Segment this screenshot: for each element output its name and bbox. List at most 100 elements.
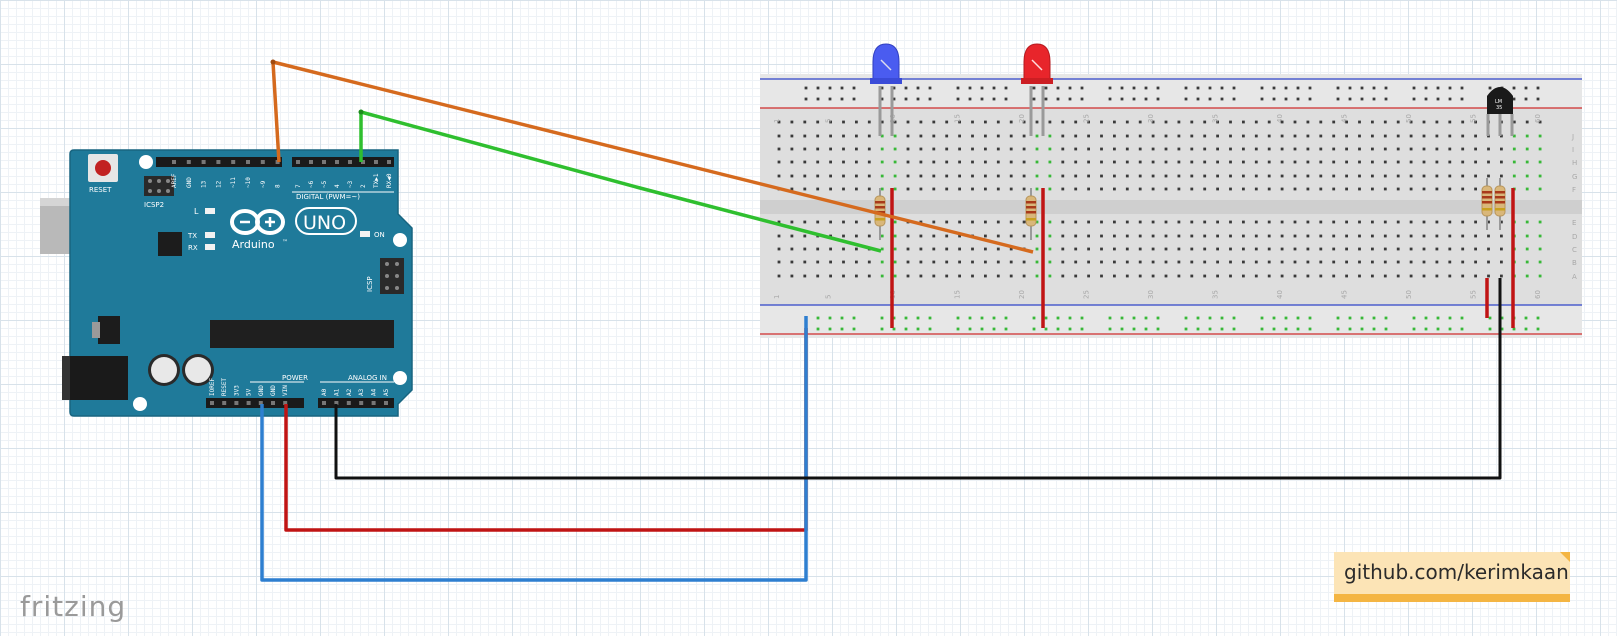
led-l-label: L [194, 207, 199, 216]
column-number-bottom: 1 [773, 295, 781, 299]
analog-header [318, 398, 394, 408]
resistor[interactable] [1494, 178, 1506, 230]
breadboard-column-numbers: 1155101015152020252530303535404045455050… [773, 114, 1542, 299]
row-letter: A [1572, 273, 1577, 281]
digital-header-label: DIGITAL (PWM=~) [296, 193, 360, 201]
row-letter: E [1572, 219, 1576, 227]
resistors [874, 178, 1506, 240]
power-pin-label: GND [258, 385, 265, 396]
column-number-bottom: 20 [1018, 290, 1026, 299]
led-red-leads [1029, 86, 1045, 136]
wire-black-a1[interactable] [334, 278, 1502, 480]
column-number-top: 60 [1534, 114, 1542, 123]
power-jack [62, 356, 128, 400]
capacitors [148, 354, 214, 386]
resistor[interactable] [1481, 178, 1493, 230]
icsp-label: ICSP [366, 276, 374, 292]
reset-label: RESET [89, 186, 112, 194]
analog-pin-label: A3 [358, 388, 365, 396]
column-number-bottom: 45 [1341, 290, 1349, 299]
icsp2-header [144, 176, 174, 196]
row-letter: J [1571, 133, 1574, 141]
brand-trademark: ™ [282, 239, 288, 246]
analog-in-label: ANALOG IN [348, 374, 387, 382]
row-letter: I [1572, 146, 1574, 154]
model-label: UNO [303, 212, 346, 234]
digital-pin-label: 7 [295, 184, 302, 188]
wire-green-pin2[interactable] [358, 109, 882, 253]
power-pin-label: VIN [282, 385, 289, 396]
arduino-uno-board[interactable]: RESET ICSP2 L TX RX ON [40, 149, 413, 417]
svg-text:LM: LM [1495, 99, 1502, 105]
wire-orange-pin8[interactable] [270, 59, 1034, 254]
led-blue-leads [878, 86, 894, 136]
digital-pin-label: ~6 [308, 180, 315, 188]
column-number-bottom: 60 [1534, 290, 1542, 299]
digital-pin-label: GND [186, 177, 193, 188]
led-red[interactable] [1021, 43, 1053, 84]
on-label: ON [374, 231, 385, 239]
fritzing-logo: fritzing [20, 590, 127, 623]
column-number-top: 20 [1018, 114, 1026, 123]
note-text: github.com/kerimkaan [1344, 560, 1569, 584]
column-number-top: 30 [1147, 114, 1155, 123]
icsp2-label: ICSP2 [144, 201, 164, 209]
digital-pin-label: ~3 [347, 180, 354, 188]
voltage-regulator [98, 316, 120, 344]
column-number-top: 40 [1276, 114, 1284, 123]
column-number-bottom: 40 [1276, 290, 1284, 299]
digital-pin-label: ~9 [260, 180, 267, 188]
column-number-top: 1 [773, 119, 781, 123]
digital-pin-label: 13 [201, 180, 208, 188]
digital-pin-label: ~10 [245, 177, 252, 188]
led-tx [205, 232, 215, 238]
board-pcb [69, 149, 413, 417]
digital-pin-label: RX◀0 [386, 173, 393, 188]
column-number-bottom: 30 [1147, 290, 1155, 299]
brand-label: Arduino [232, 238, 275, 251]
icsp-header [380, 258, 404, 294]
led-tx-label: TX [187, 232, 197, 240]
breadboard[interactable]: 1155101015152020252530303535404045455050… [760, 74, 1582, 338]
row-letter: G [1572, 173, 1577, 181]
wire-blue-5v[interactable] [260, 316, 808, 582]
sticky-note[interactable]: github.com/kerimkaan [1334, 552, 1570, 602]
resistor[interactable] [1025, 188, 1037, 240]
power-pin-label: RESET [221, 378, 228, 396]
column-number-bottom: 25 [1083, 290, 1091, 299]
column-number-top: 45 [1341, 114, 1349, 123]
column-number-top: 35 [1212, 114, 1220, 123]
analog-pin-label: A1 [333, 388, 340, 396]
digital-pin-label: AREF [171, 173, 178, 188]
led-rx [205, 244, 215, 250]
led-on [360, 231, 370, 237]
column-number-top: 50 [1405, 114, 1413, 123]
atmega-chip [210, 320, 394, 348]
column-number-top: 55 [1470, 114, 1478, 123]
digital-pin-label: 12 [215, 180, 222, 188]
column-number-top: 25 [1083, 114, 1091, 123]
analog-pin-label: A2 [346, 388, 353, 396]
power-pin-label: 5V [246, 388, 253, 396]
digital-pin-label: ~11 [230, 177, 237, 188]
led-rx-label: RX [188, 244, 198, 252]
usb-chip [158, 232, 182, 256]
power-pin-label: GND [270, 385, 277, 396]
breadboard-holes [777, 120, 1542, 278]
svg-text:35: 35 [1496, 105, 1502, 111]
digital-pin-label: ~5 [321, 180, 328, 188]
row-letter: D [1572, 233, 1577, 241]
power-pin-label: IOREF [209, 378, 216, 396]
column-number-bottom: 15 [954, 290, 962, 299]
resistor[interactable] [874, 188, 886, 240]
column-number-bottom: 50 [1405, 290, 1413, 299]
led-blue[interactable] [870, 43, 902, 84]
analog-pin-label: A0 [321, 388, 328, 396]
temperature-sensor-lm35[interactable]: LM 35 [1486, 87, 1514, 136]
row-letter: H [1572, 159, 1577, 167]
